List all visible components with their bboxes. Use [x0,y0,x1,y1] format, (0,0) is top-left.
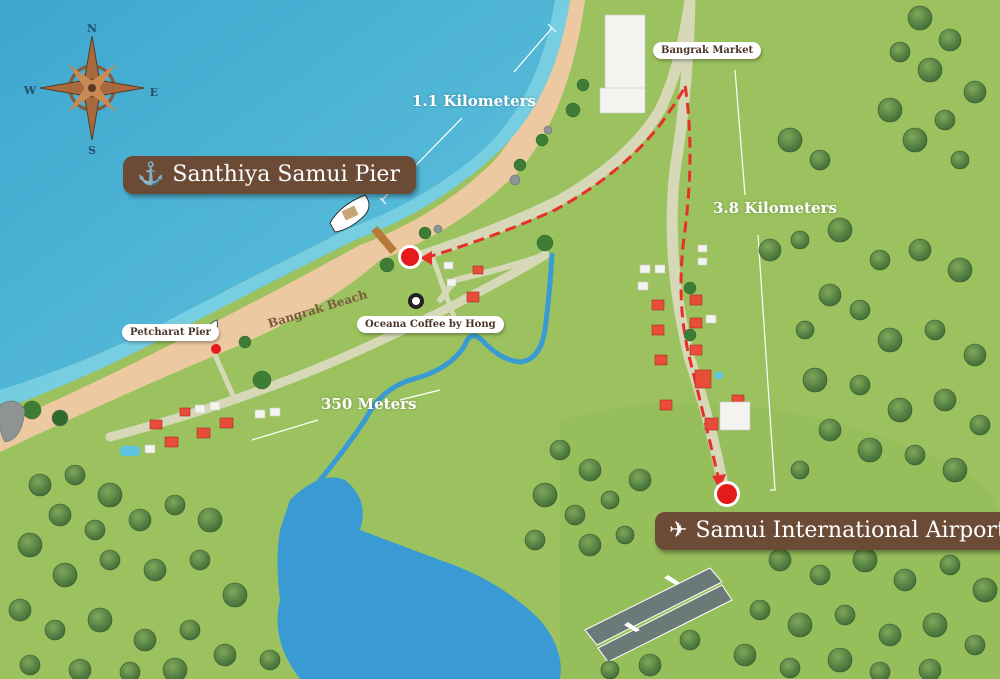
runway-plane-icons [624,575,680,632]
houses [120,14,751,456]
market-label[interactable]: Bangrak Market [653,42,762,59]
palm-trees [22,78,697,420]
distance-market-airport: 3.8 Kilometers [713,199,837,217]
pier-label-text: Santhiya Samui Pier [172,162,400,187]
distance-petcharat-coffee: 350 Meters [321,395,417,413]
anchor-icon: ⚓ [137,162,165,187]
airplane-icon: ✈ [669,518,688,543]
pier-dock [371,225,397,255]
route-arrow-airport [712,474,726,490]
coffee-logo-inner [412,297,420,305]
airport-label[interactable]: ✈ Samui International Airport [655,512,1000,550]
petcharat-label[interactable]: Petcharat Pier [122,324,219,341]
compass-e: E [150,86,158,99]
runway [584,567,733,663]
beach-sand [0,0,585,452]
pier-marker[interactable] [398,245,422,269]
compass-rose-icon: N S E W [23,22,158,157]
pier-label[interactable]: ⚓ Santhiya Samui Pier [123,156,416,194]
sea [0,0,570,410]
rocks [0,125,553,443]
river [309,252,555,493]
trees [8,5,998,679]
compass-n: N [87,22,97,35]
airport-marker[interactable] [714,481,740,507]
route-arrow-pier [420,251,432,265]
lake [277,477,561,679]
compass-w: W [23,84,37,97]
airport-label-text: Samui International Airport [695,518,1000,543]
boat-icon [329,194,370,233]
distance-beach-market: 1.1 Kilometers [412,92,536,110]
compass-s: S [88,144,96,157]
coffee-label[interactable]: Oceana Coffee by Hong [357,316,504,333]
petcharat-marker[interactable] [211,344,221,354]
route-line [424,84,722,486]
